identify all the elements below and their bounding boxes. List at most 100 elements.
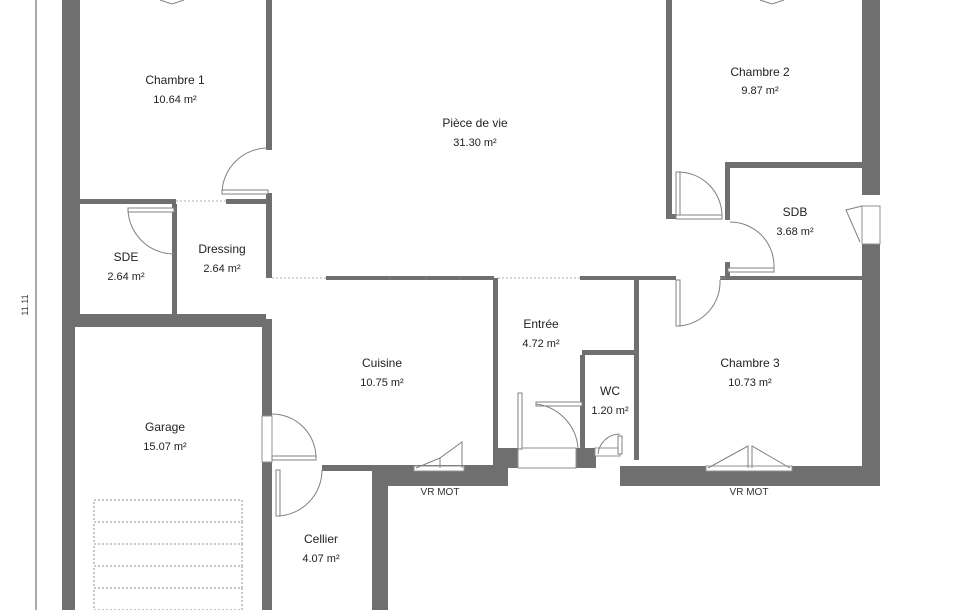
garage-door-panel-4 [93, 565, 243, 589]
window-vr-cuisine [413, 465, 465, 472]
room-area-piece-de-vie: 31.30 m² [453, 137, 497, 149]
wall-east-upper [862, 0, 880, 195]
door-arc-cellier [277, 469, 323, 517]
room-area-cuisine: 10.75 m² [360, 377, 404, 389]
wall-chambre2-west-upper [666, 0, 672, 172]
room-area-chambre2: 9.87 m² [741, 85, 779, 97]
wall-wc-north [582, 350, 636, 355]
casement-chambre3-right [751, 445, 791, 469]
room-area-dressing: 2.64 m² [203, 263, 241, 275]
wall-entree-step-right [576, 448, 596, 468]
window-openings [261, 205, 881, 472]
door-leaf-cellier [275, 469, 281, 517]
dimension-left: 11.11 [20, 0, 37, 610]
dimension-label: 11.11 [20, 294, 30, 315]
door-arc-wc [597, 433, 621, 455]
door-arc-chambre3 [677, 279, 721, 327]
doors [127, 147, 863, 517]
door-leaf-entree [517, 392, 523, 450]
wall-chambre1-east-lower [266, 193, 272, 278]
room-name-entree: Entrée [523, 317, 559, 331]
room-area-sdb: 3.68 m² [776, 226, 814, 238]
wall-chambre2-south-left [666, 214, 676, 219]
casement-chambre3-left [707, 445, 749, 469]
window-vr-chambre3 [705, 465, 793, 472]
room-area-wc: 1.20 m² [591, 405, 629, 417]
wall-entree-step-left [498, 448, 518, 468]
wall-entree-east [634, 280, 639, 460]
room-name-sde: SDE [114, 250, 139, 264]
garage-door-panel-2 [93, 521, 243, 545]
window-sdb [861, 205, 881, 245]
garage-door-panel-3 [93, 543, 243, 567]
wall-chambre2-west-lower [666, 172, 672, 218]
room-name-sdb: SDB [783, 205, 808, 219]
wall-sde-south [80, 314, 266, 319]
room-labels: Chambre 1 10.64 m² Pièce de vie 31.30 m²… [107, 65, 814, 565]
window-casements [159, 0, 791, 469]
wall-sdb-north [725, 162, 862, 168]
wall-chambre3-north-right [720, 276, 880, 280]
wall-garage-east-lower [262, 462, 272, 610]
room-name-chambre3: Chambre 3 [720, 356, 780, 370]
casement-cuisine-right [439, 441, 463, 468]
room-area-cellier: 4.07 m² [302, 553, 340, 565]
door-leaf-sde [127, 207, 175, 213]
wall-sdb-west-upper [725, 168, 730, 220]
room-area-garage: 15.07 m² [143, 441, 187, 453]
room-name-chambre1: Chambre 1 [145, 73, 205, 87]
door-opening-garage [261, 415, 273, 463]
casement-chambre1-top [159, 0, 185, 5]
wall-garage-north [62, 319, 272, 327]
room-name-cuisine: Cuisine [362, 356, 402, 370]
door-leaf-chambre2 [675, 171, 681, 219]
door-leaf-chambre2-sill [675, 214, 723, 220]
room-name-piece-de-vie: Pièce de vie [442, 116, 508, 130]
openings-dashed [176, 200, 725, 280]
garage-door-panel-1 [93, 499, 243, 523]
window-arc-sdb [845, 205, 863, 243]
door-leaf-wc [617, 435, 623, 455]
door-arc-sde [127, 209, 175, 255]
wall-entree-north-right [580, 276, 636, 280]
casement-chambre2-top [759, 0, 785, 5]
room-name-cellier: Cellier [304, 532, 338, 546]
wall-west-garage [62, 322, 75, 610]
wall-chambre3-north-left [636, 276, 676, 280]
door-arc-entree [535, 403, 579, 449]
wall-garage-east-upper [262, 327, 272, 416]
door-arc-chambre1 [221, 147, 269, 193]
door-leaf-garage [271, 455, 317, 461]
wall-chambre3-south [620, 466, 880, 486]
wall-east-lower [862, 244, 880, 486]
door-leaf-sdb [727, 267, 775, 273]
door-opening-entree [517, 447, 577, 469]
room-area-sde: 2.64 m² [107, 271, 145, 283]
room-name-garage: Garage [145, 420, 185, 434]
wall-cellier-east [372, 466, 388, 610]
room-name-chambre2: Chambre 2 [730, 65, 790, 79]
room-area-chambre1: 10.64 m² [153, 94, 197, 106]
wall-west-upper [62, 0, 80, 322]
vr-mot-label-chambre3: VR MOT [730, 487, 769, 498]
room-name-wc: WC [600, 384, 620, 398]
room-name-dressing: Dressing [198, 242, 245, 256]
door-arc-garage [271, 413, 317, 459]
wall-sde-dressing [172, 204, 177, 316]
wall-cuisine-south-corner [372, 466, 508, 486]
wall-chambre1-east-upper [266, 0, 272, 150]
door-arc-chambre2 [677, 171, 723, 217]
wall-cuisine-north [326, 276, 494, 280]
vr-mot-label-cuisine: VR MOT [421, 487, 460, 498]
wall-chambre1-south-left [80, 199, 176, 204]
door-leaf-chambre3 [675, 279, 681, 327]
garage-door [93, 499, 243, 610]
garage-door-panel-5 [93, 587, 243, 610]
wall-cuisine-east [493, 278, 498, 468]
door-leaf-chambre1 [221, 189, 269, 195]
door-arc-sdb [729, 221, 775, 269]
room-area-entree: 4.72 m² [522, 338, 560, 350]
wall-chambre1-south-right [226, 199, 266, 204]
room-area-chambre3: 10.73 m² [728, 377, 772, 389]
